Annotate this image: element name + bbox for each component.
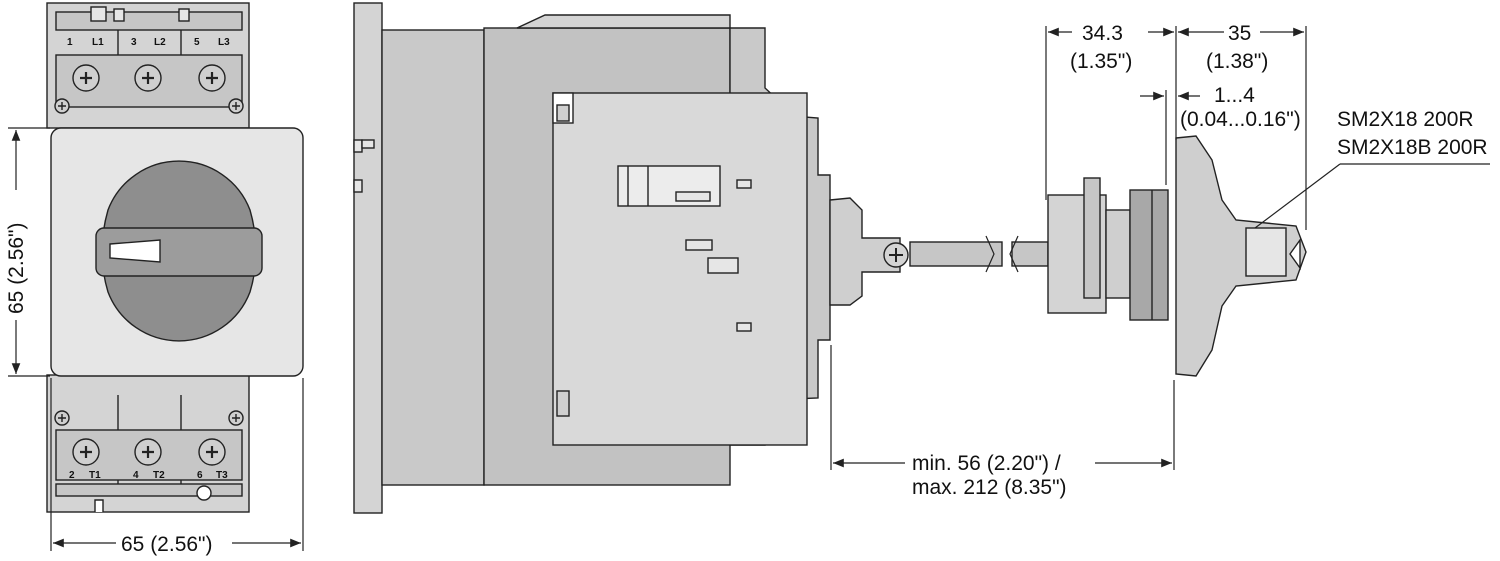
handle-arrow-icon bbox=[1289, 237, 1301, 271]
terminal-label: 2 bbox=[69, 470, 75, 481]
shaft-length-max-label: max. 212 (8.35") bbox=[912, 476, 1067, 499]
terminal-label: 3 bbox=[131, 37, 137, 48]
terminal-label: L2 bbox=[154, 37, 166, 48]
width-dimension-label: 65 (2.56") bbox=[121, 533, 213, 556]
door-handle bbox=[1175, 135, 1307, 377]
shaft-coupling bbox=[829, 197, 901, 306]
front-panel bbox=[552, 92, 808, 446]
terminal-label: L1 bbox=[92, 37, 104, 48]
shaft-right-mm-label: 35 bbox=[1228, 22, 1251, 45]
din-rail-clip bbox=[353, 2, 383, 514]
extension-shaft bbox=[909, 241, 1003, 267]
part-number-leader bbox=[1254, 163, 1490, 229]
part-number-2: SM2X18B 200R bbox=[1337, 136, 1488, 159]
height-dimension-label: 65 (2.56") bbox=[5, 222, 28, 314]
locking-nut bbox=[1129, 189, 1169, 321]
bottom-terminal-labels: 2 T1 4 T2 6 T3 bbox=[69, 470, 228, 481]
terminal-label: T3 bbox=[216, 470, 228, 481]
handle-indicator-icon bbox=[109, 239, 161, 263]
door-thickness-mm-label: 1...4 bbox=[1214, 84, 1255, 107]
shaft-length-min-label: min. 56 (2.20") / bbox=[912, 452, 1061, 475]
shaft-left-in-label: (1.35") bbox=[1070, 50, 1132, 73]
terminal-label: 6 bbox=[197, 470, 203, 481]
front-view bbox=[46, 2, 304, 513]
side-view bbox=[353, 2, 1307, 514]
terminal-label: 4 bbox=[133, 470, 139, 481]
shaft-right-in-label: (1.38") bbox=[1206, 50, 1268, 73]
part-number-1: SM2X18 200R bbox=[1337, 108, 1474, 131]
terminal-label: T1 bbox=[89, 470, 101, 481]
rear-housing bbox=[381, 29, 485, 486]
top-terminal-labels: 1 L1 3 L2 5 L3 bbox=[67, 37, 230, 48]
door-thickness-in-label: (0.04...0.16") bbox=[1180, 108, 1301, 131]
mounting-hole bbox=[196, 485, 212, 501]
shaft-left-mm-label: 34.3 bbox=[1082, 22, 1123, 45]
terminal-label: T2 bbox=[153, 470, 165, 481]
terminal-label: 1 bbox=[67, 37, 73, 48]
terminal-label: L3 bbox=[218, 37, 230, 48]
terminal-label: 5 bbox=[194, 37, 200, 48]
handle-grip bbox=[95, 227, 263, 277]
